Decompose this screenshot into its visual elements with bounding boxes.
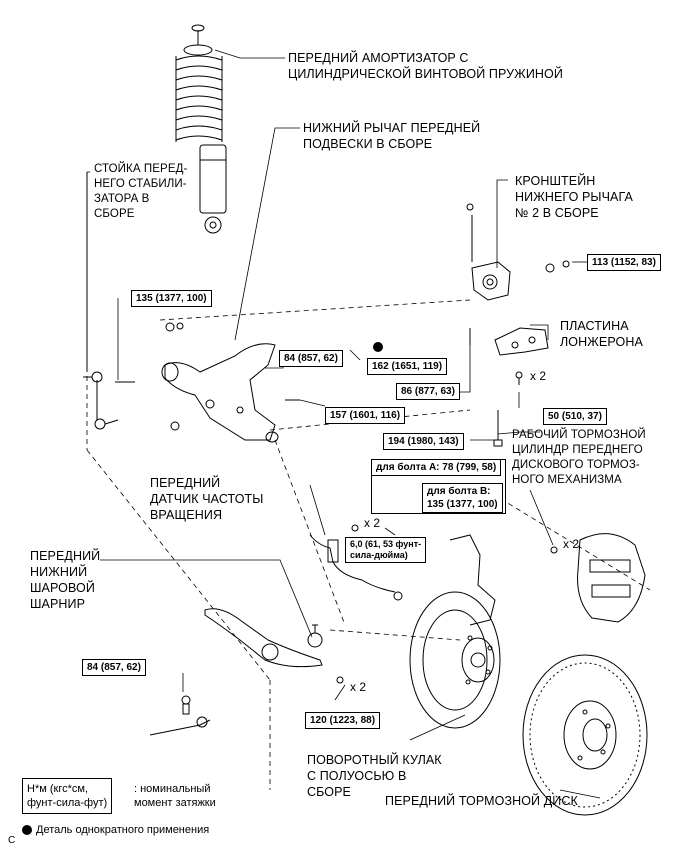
tie-rod-end-drawing: [149, 695, 211, 736]
torque-194: 194 (1980, 143): [383, 433, 464, 450]
brake-disc-drawing: [522, 654, 648, 816]
label-knuckle: ПОВОРОТНЫЙ КУЛАК С ПОЛУОСЬЮ В СБОРЕ: [307, 753, 442, 799]
torque-50: 50 (510, 37): [543, 408, 607, 425]
label-brake-disc: ПЕРЕДНИЙ ТОРМОЗНОЙ ДИСК: [385, 794, 578, 808]
label-lower-arm: НИЖНИЙ РЫЧАГ ПЕРЕДНЕЙ ПОДВЕСКИ В СБОРЕ: [303, 121, 481, 151]
torque-120: 120 (1223, 88): [305, 712, 381, 729]
multiplier-sensor: x 2: [364, 516, 381, 530]
multiplier-plate: x 2: [530, 369, 547, 383]
label-speed-sensor: ПЕРЕДНИЙ ДАТЧИК ЧАСТОТЫ ВРАЩЕНИЯ: [150, 476, 264, 522]
legend-units-desc: : номинальный момент затяжки: [134, 783, 216, 809]
torque-84-tie-rod: 84 (857, 62): [82, 659, 146, 676]
label-caliper: РАБОЧИЙ ТОРМОЗНОЙ ЦИЛИНДР ПЕРЕДНЕГО ДИСК…: [512, 429, 646, 486]
torque-86: 86 (877, 63): [396, 383, 460, 400]
lower-arm-drawing: [115, 322, 300, 443]
torque-135: 135 (1377, 100): [131, 290, 212, 307]
label-stabilizer-link: СТОЙКА ПЕРЕД- НЕГО СТАБИЛИ- ЗАТОРА В СБО…: [94, 163, 188, 220]
multiplier-caliper: x 2: [563, 537, 580, 551]
torque-bolt-b: для болта В: 135 (1377, 100): [422, 483, 503, 513]
shock-absorber-drawing: [175, 24, 227, 234]
label-bracket: КРОНШТЕЙН НИЖНЕГО РЫЧАГА № 2 В СБОРЕ: [515, 174, 633, 220]
knuckle-drawing: [409, 534, 501, 729]
one-time-use-dot: [373, 342, 383, 352]
torque-113: 113 (1152, 83): [587, 254, 661, 271]
label-frame-plate: ПЛАСТИНА ЛОНЖЕРОНА: [560, 319, 643, 349]
torque-bolt-a: для болта А: 78 (799, 58): [371, 459, 502, 476]
torque-162: 162 (1651, 119): [367, 358, 448, 375]
multiplier-ball-joint: x 2: [350, 680, 367, 694]
torque-84-arm: 84 (857, 62): [279, 350, 343, 367]
ball-joint-drawing: [204, 608, 344, 684]
legend-one-time-text: Деталь однократного применения: [36, 824, 210, 836]
plate-drawing: [494, 327, 549, 385]
torque-157: 157 (1601, 116): [325, 407, 406, 424]
caliper-drawing: [550, 533, 646, 623]
stabilizer-link-drawing: [83, 172, 119, 430]
legend-units-box: Н*м (кгс*см, фунт-сила-фут): [22, 778, 113, 814]
label-shock-absorber: ПЕРЕДНИЙ АМОРТИЗАТОР С ЦИЛИНДРИЧЕСКОЙ ВИ…: [288, 51, 563, 81]
label-ball-joint: ПЕРЕДНИЙ НИЖНИЙ ШАРОВОЙ ШАРНИР: [30, 549, 101, 611]
leader-lines: [87, 49, 601, 799]
speed-sensor-drawing: [309, 524, 403, 601]
legend-one-time-dot: [22, 825, 32, 835]
torque-sensor-6: 6,0 (61, 53 фунт- сила-дюйма): [345, 537, 427, 563]
corner-mark: C: [8, 835, 16, 846]
